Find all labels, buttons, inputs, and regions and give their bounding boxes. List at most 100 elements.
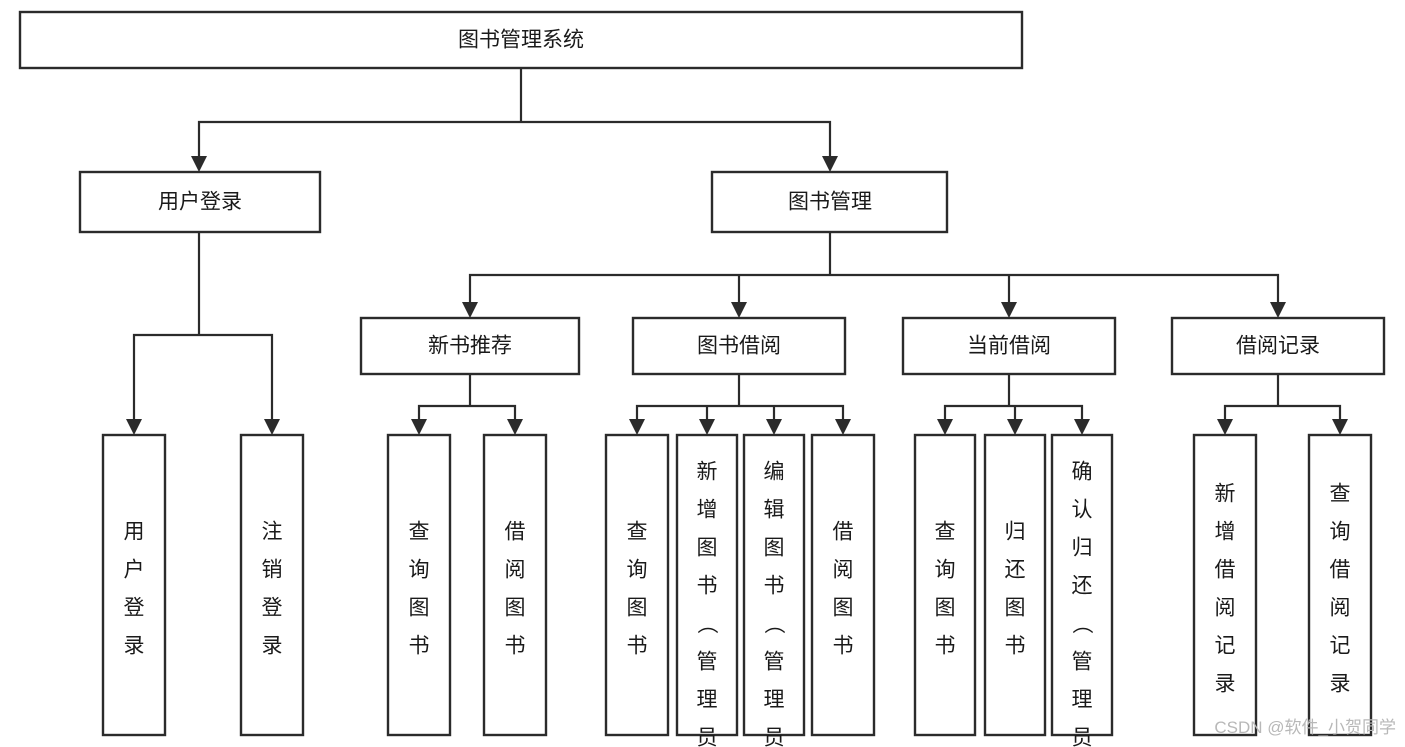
- arrowhead-icon: [411, 419, 427, 435]
- node-current-borrow-box[interactable]: [901, 316, 1117, 376]
- leaf-glyph: 理: [764, 689, 785, 712]
- leaf-glyph: 书: [697, 575, 718, 598]
- leaf-glyph: 借: [1330, 559, 1351, 582]
- leaf-glyph: （: [1070, 613, 1093, 634]
- leaf-glyph: 图: [627, 597, 648, 620]
- leaf-glyph: 阅: [1330, 597, 1351, 620]
- arrowhead-icon: [462, 302, 478, 318]
- edge-books-bus: [468, 230, 1280, 308]
- leaf-glyph: 书: [505, 635, 526, 658]
- arrowhead-icon: [1074, 419, 1090, 435]
- arrowhead-icon: [731, 302, 747, 318]
- edge-current-bus: [943, 372, 1084, 425]
- node-borrow-record[interactable]: 借阅记录: [1170, 316, 1386, 376]
- leaf-glyph: 管: [697, 651, 718, 674]
- leaf-glyph: 归: [1072, 537, 1093, 560]
- leaf-box-query-record[interactable]: [1307, 433, 1373, 737]
- leaf-glyph: 书: [1005, 635, 1026, 658]
- leaf-glyph: 书: [833, 635, 854, 658]
- arrowhead-icon: [1007, 419, 1023, 435]
- leaf-box-return-book[interactable]: [983, 433, 1047, 737]
- leaf-glyph: 归: [1005, 521, 1026, 544]
- arrowhead-icon: [1217, 419, 1233, 435]
- node-book-management-label: 图书管理: [788, 191, 872, 214]
- leaf-box-add-book[interactable]: [675, 433, 739, 737]
- node-book-borrow-box[interactable]: [631, 316, 847, 376]
- leaf-glyph: 书: [935, 635, 956, 658]
- leaf-glyph: 认: [1072, 499, 1093, 522]
- node-new-book-recommend[interactable]: 新书推荐: [359, 316, 581, 376]
- leaf-glyph: 借: [1215, 559, 1236, 582]
- leaf-box-logout[interactable]: [239, 433, 305, 737]
- leaf-glyph: （: [762, 613, 785, 634]
- leaf-glyph: 还: [1005, 559, 1026, 582]
- leaf-glyph: 图: [697, 537, 718, 560]
- arrowhead-layer: [126, 156, 1348, 435]
- arrowhead-icon: [835, 419, 851, 435]
- leaf-box-borrow-book-1[interactable]: [482, 433, 548, 737]
- node-root[interactable]: 图书管理系统: [18, 10, 1024, 70]
- leaf-glyph: 书: [764, 575, 785, 598]
- leaf-glyph: 登: [262, 597, 283, 620]
- leaf-box-user-login[interactable]: [101, 433, 167, 737]
- leaf-box-query-book-2[interactable]: [604, 433, 670, 737]
- leaf-glyph: 查: [627, 521, 648, 544]
- arrowhead-icon: [629, 419, 645, 435]
- leaf-box-query-book-1[interactable]: [386, 433, 452, 737]
- arrowhead-icon: [1270, 302, 1286, 318]
- node-borrow-record-label: 借阅记录: [1236, 335, 1320, 358]
- edge-root-bus: [197, 66, 832, 162]
- leaf-box-borrow-book-2[interactable]: [810, 433, 876, 737]
- node-root-box[interactable]: [18, 10, 1024, 70]
- leaf-glyph: 确: [1072, 461, 1093, 484]
- node-book-management[interactable]: 图书管理: [710, 170, 949, 234]
- leaf-box-edit-book[interactable]: [742, 433, 806, 737]
- leaf-glyph: 借: [505, 521, 526, 544]
- arrowhead-icon: [822, 156, 838, 172]
- edge-login-bus: [132, 230, 274, 425]
- arrowhead-icon: [766, 419, 782, 435]
- leaf-glyph: 记: [1330, 635, 1351, 658]
- leaf-glyph: 图: [833, 597, 854, 620]
- leaf-glyph: 录: [1215, 673, 1236, 696]
- leaf-glyph: 录: [124, 635, 145, 658]
- connector-layer: [132, 66, 1342, 425]
- leaf-glyph: 员: [764, 727, 785, 747]
- leaf-glyph: 新: [1215, 483, 1236, 506]
- node-book-borrow[interactable]: 图书借阅: [631, 316, 847, 376]
- leaf-glyph: 询: [627, 559, 648, 582]
- leaf-box-query-book-3[interactable]: [913, 433, 977, 737]
- leaf-glyph: 销: [262, 559, 283, 582]
- node-user-login-box[interactable]: [78, 170, 322, 234]
- leaf-glyph: 员: [697, 727, 718, 747]
- leaf-glyph: 户: [124, 559, 145, 582]
- leaf-box-add-record[interactable]: [1192, 433, 1258, 737]
- leaf-glyph: 阅: [1215, 597, 1236, 620]
- leaf-glyph: 图: [935, 597, 956, 620]
- arrowhead-icon: [191, 156, 207, 172]
- node-root-label: 图书管理系统: [458, 29, 584, 52]
- leaf-glyph: 记: [1215, 635, 1236, 658]
- leaf-glyph: （: [695, 613, 718, 634]
- leaf-glyph: 新: [697, 461, 718, 484]
- leaf-glyph: 编: [764, 461, 785, 484]
- leaf-glyph: 书: [409, 635, 430, 658]
- leaf-glyph: 询: [409, 559, 430, 582]
- node-new-book-recommend-box[interactable]: [359, 316, 581, 376]
- edge-newbook-bus: [417, 372, 517, 425]
- leaf-box-confirm-return[interactable]: [1050, 433, 1114, 737]
- node-user-login[interactable]: 用户登录: [78, 170, 322, 234]
- arrowhead-icon: [937, 419, 953, 435]
- leaf-glyph: 图: [764, 537, 785, 560]
- arrowhead-icon: [1001, 302, 1017, 318]
- leaf-glyph: 用: [124, 521, 145, 544]
- node-book-management-box[interactable]: [710, 170, 949, 234]
- node-borrow-record-box[interactable]: [1170, 316, 1386, 376]
- node-current-borrow[interactable]: 当前借阅: [901, 316, 1117, 376]
